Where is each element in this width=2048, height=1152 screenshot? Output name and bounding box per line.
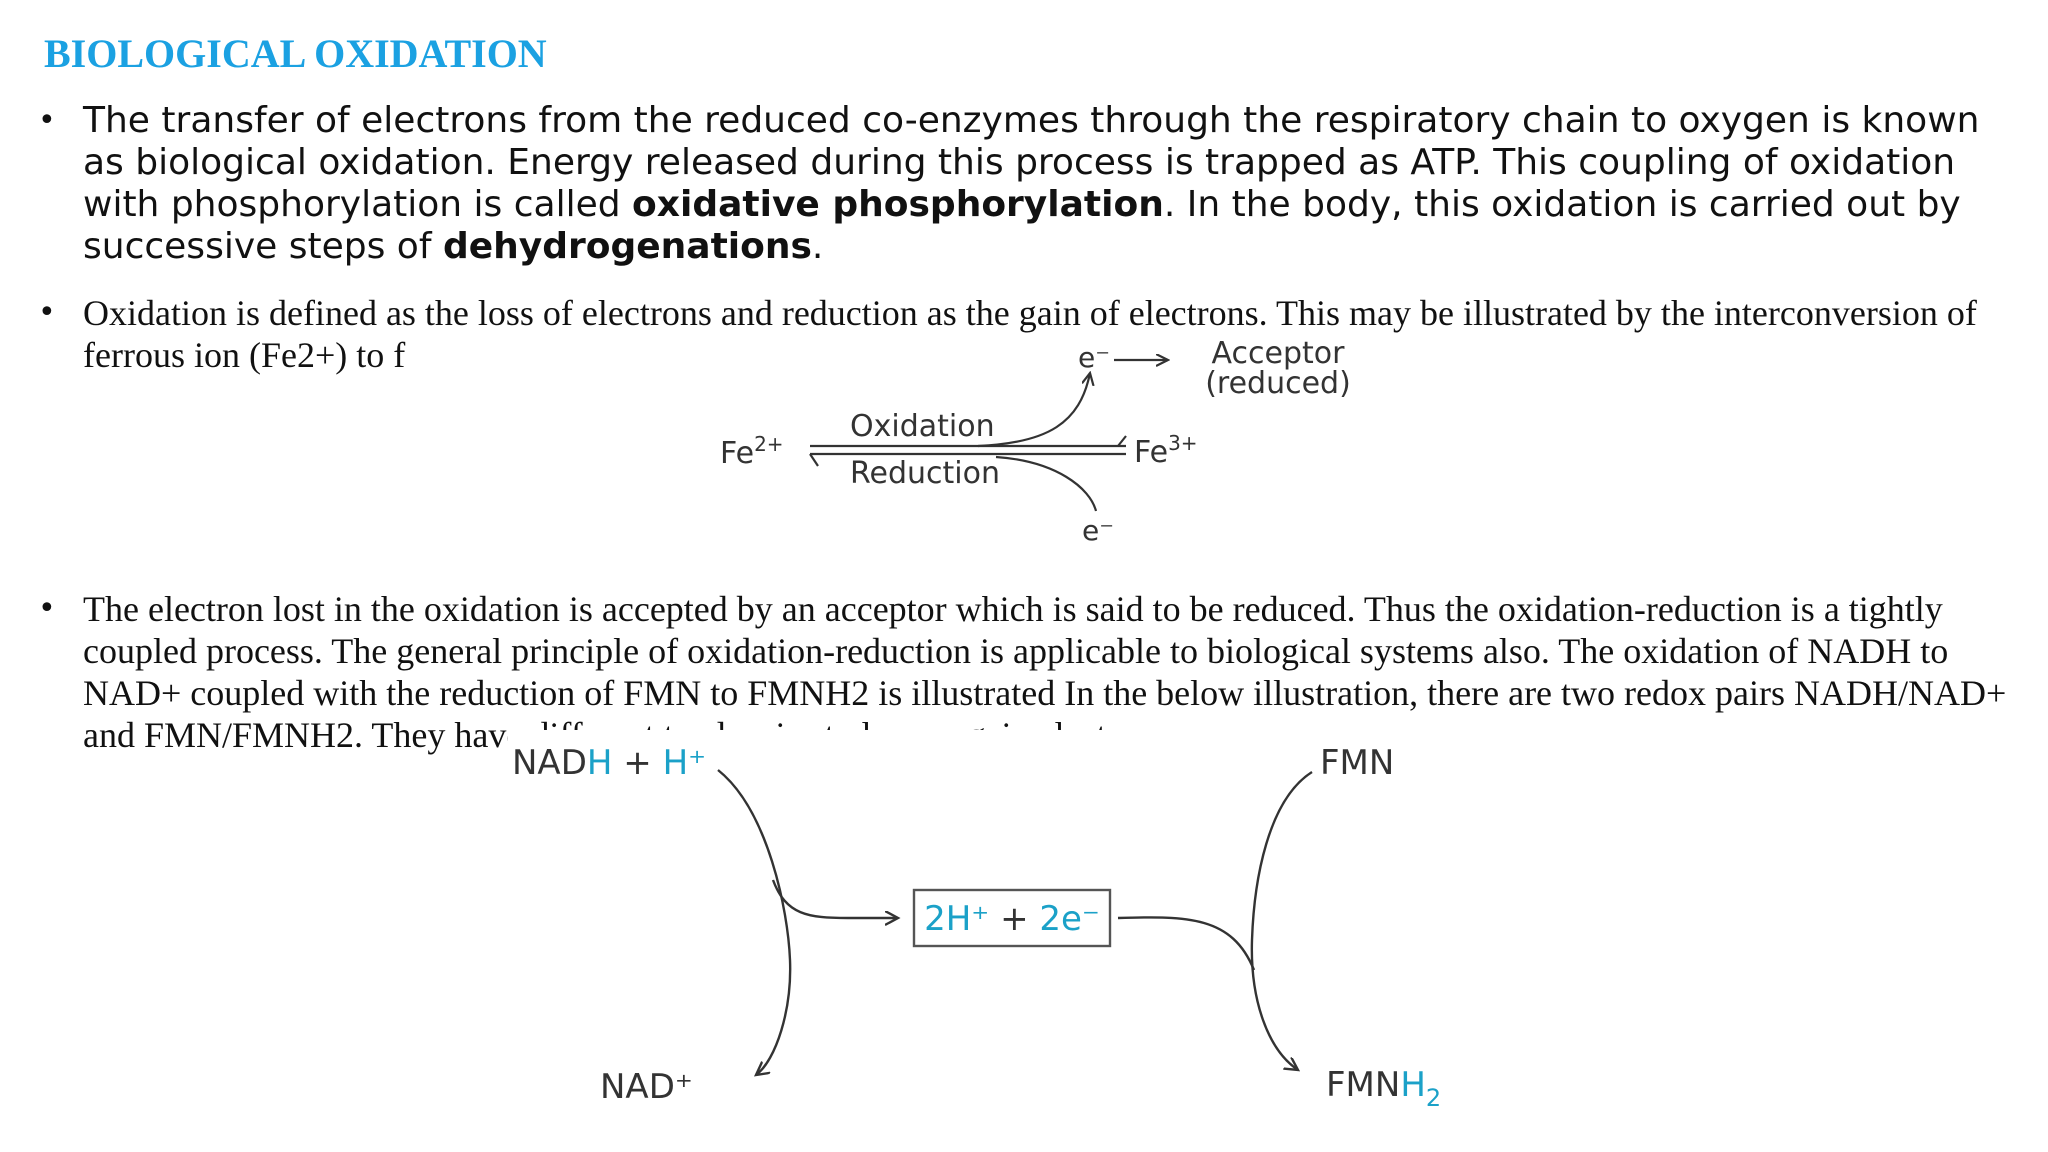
nadh-h-label: NADH + H⁺ bbox=[512, 743, 706, 783]
reduction-label: Reduction bbox=[850, 456, 1000, 491]
bullet-electron-acceptor: • The electron lost in the oxidation is … bbox=[38, 588, 2023, 756]
fmnh2-label: FMNH2 bbox=[1326, 1065, 1441, 1112]
bullet-dot: • bbox=[38, 295, 56, 330]
bullet-text: . In the body, this oxidation is carried… bbox=[83, 184, 1961, 267]
bullet-biological-oxidation: • The transfer of electrons from the red… bbox=[38, 100, 2013, 268]
bullet-text: . bbox=[811, 226, 824, 267]
bullet-text: The electron lost in the oxidation is ac… bbox=[83, 589, 2007, 755]
to-center-arrow bbox=[771, 879, 898, 918]
oxidation-label: Oxidation bbox=[850, 409, 995, 444]
electron-top-label: e⁻ bbox=[1078, 341, 1110, 374]
nadh-fmn-figure: NADH + H⁺ NAD⁺ 2H⁺ + 2e⁻ FMN FMNH2 bbox=[508, 730, 1488, 1118]
acceptor-reduced-label: (reduced) bbox=[1205, 366, 1351, 401]
fe3-label: Fe3+ bbox=[1134, 431, 1198, 470]
term-oxidative-phosphorylation: oxidative phosphorylation bbox=[632, 184, 1164, 225]
fmn-label: FMN bbox=[1320, 743, 1394, 783]
bullet-oxidation-definition: • Oxidation is defined as the loss of el… bbox=[38, 292, 2023, 376]
bullet-text: The transfer of electrons from the reduc… bbox=[83, 100, 1980, 225]
nad-plus-label: NAD⁺ bbox=[600, 1067, 693, 1107]
from-center-curve bbox=[1117, 916, 1256, 971]
fmn-to-fmnh2-arrow bbox=[1250, 770, 1313, 1070]
fe-redox-diagram: Fe2+ Oxidation Reduction Fe3+ e⁻ Accepto… bbox=[720, 336, 1351, 547]
fe2-label: Fe2+ bbox=[720, 432, 784, 471]
term-dehydrogenations: dehydrogenations bbox=[442, 226, 812, 267]
bullet-dot: • bbox=[38, 591, 56, 626]
bullet-dot: • bbox=[38, 103, 56, 138]
acceptor-label: Acceptor bbox=[1212, 336, 1346, 371]
oxidation-arrow-hook bbox=[1117, 435, 1127, 447]
electron-in-curve bbox=[995, 455, 1098, 512]
slide-title: BIOLOGICAL OXIDATION bbox=[44, 31, 547, 76]
proton-electron-label: 2H⁺ + 2e⁻ bbox=[924, 899, 1100, 939]
bullet-text: Oxidation is defined as the loss of elec… bbox=[83, 293, 1977, 375]
nadh-to-nad-arrow bbox=[717, 769, 792, 1075]
proton-electron-box bbox=[912, 888, 1112, 948]
reduction-arrow-hook bbox=[809, 453, 819, 467]
nadh-fmn-diagram: NADH + H⁺ NAD⁺ 2H⁺ + 2e⁻ FMN FMNH2 bbox=[512, 743, 1441, 1112]
electron-bottom-label: e⁻ bbox=[1082, 514, 1114, 547]
electron-out-arrow bbox=[977, 373, 1090, 448]
fe-redox-figure: Fe2+ Oxidation Reduction Fe3+ e⁻ Accepto… bbox=[718, 333, 1448, 555]
